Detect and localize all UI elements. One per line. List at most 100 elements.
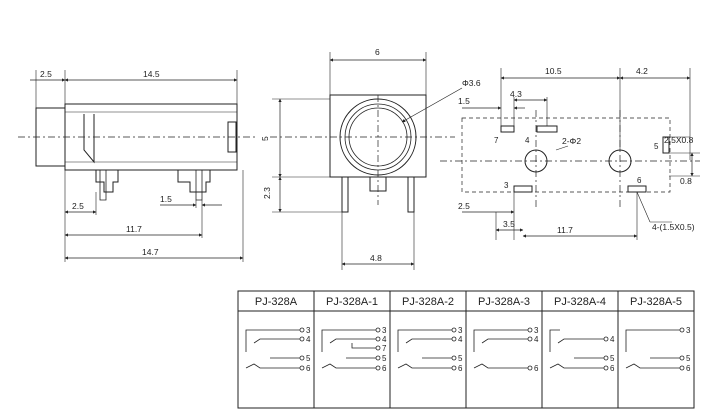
schematic-terminal [603, 336, 609, 342]
side-contact [83, 114, 95, 164]
dim-pcb-right-offset: 0.8 [680, 176, 692, 186]
schematic-pin-label: 6 [534, 364, 539, 373]
schematic-sleeve [549, 329, 560, 352]
dim-pcb-pad-offset: 1.5 [458, 96, 470, 106]
schematic-sleeve [245, 329, 256, 352]
schematic-terminal [451, 327, 457, 333]
schematic-terminal [679, 365, 685, 371]
schematic-sleeve [473, 329, 484, 352]
schematic-terminal [679, 327, 685, 333]
side-peg-left [95, 170, 119, 193]
schematic-pin-label: 5 [306, 354, 311, 363]
dim-pcb-right-top: 4.2 [636, 66, 648, 76]
schematic-pin-label: 4 [458, 335, 463, 344]
schematic-pin-label: 6 [458, 364, 463, 373]
dim-front-base: 2.3 [262, 187, 272, 199]
schematic-terminal [299, 365, 305, 371]
schematic-terminal [527, 336, 533, 342]
front-center-tab [369, 176, 387, 192]
front-view [270, 52, 463, 270]
schematic-pin-label: 3 [534, 326, 539, 335]
schematic-contact [473, 363, 528, 369]
pcb-label-7: 7 [494, 136, 499, 145]
dim-front-hole: Φ3.6 [462, 78, 481, 88]
pcb-post-hole-left [524, 149, 548, 173]
schematic-pin-label: 3 [458, 326, 463, 335]
schematic-terminal [451, 365, 457, 371]
schematic-contact [549, 363, 604, 369]
schematic-pin-label: 5 [382, 354, 387, 363]
side-rear-contact [227, 121, 237, 153]
pcb-label-5: 5 [654, 142, 659, 151]
schematic-pin-label: 6 [610, 364, 615, 373]
schematic-pin-label: 4 [382, 335, 387, 344]
front-leg-left [341, 177, 349, 213]
schematic-terminal [375, 327, 381, 333]
pcb-pad-6 [627, 185, 647, 193]
schematic-sleeve [321, 329, 332, 352]
side-body [64, 103, 238, 171]
schematic-terminal [299, 336, 305, 342]
table-header-cell: PJ-328A-5 [630, 296, 682, 308]
pcb-label-3: 3 [504, 181, 509, 190]
schematic-pin-label: 6 [686, 364, 691, 373]
schematic-terminal [299, 327, 305, 333]
table-header-cell: PJ-328A [255, 296, 298, 308]
table-header-cell: PJ-328A-1 [326, 296, 378, 308]
schematic-contact [625, 363, 680, 369]
front-hole [348, 107, 408, 167]
table-header-cell: PJ-328A-3 [478, 296, 530, 308]
schematic-pin-label: 6 [306, 364, 311, 373]
schematic-terminal [451, 355, 457, 361]
dim-pcb-post-hole: 2-Φ2 [562, 136, 581, 146]
schematic-pin-label: 5 [458, 354, 463, 363]
schematic-terminal [527, 365, 533, 371]
dim-front-bottom: 4.8 [370, 253, 382, 263]
dim-pcb-left-offset: 2.5 [458, 201, 470, 211]
dim-pcb-span-top: 10.5 [545, 66, 562, 76]
schematic-contact [253, 338, 300, 344]
front-leg-right [407, 177, 415, 213]
schematic-pin-label: 7 [382, 344, 387, 353]
schematic-terminal [451, 336, 457, 342]
pcb-label-4: 4 [525, 136, 530, 145]
schematic-contact [351, 343, 376, 349]
schematic-contact [557, 338, 604, 344]
schematic-contact [245, 363, 300, 369]
schematic-pin-label: 3 [382, 326, 387, 335]
schematic-pin-label: 4 [610, 335, 615, 344]
schematic-sleeve [625, 329, 636, 352]
dim-total-len: 14.7 [142, 247, 159, 257]
schematic-pin-label: 4 [306, 335, 311, 344]
schematic-terminal [375, 355, 381, 361]
schematic-pin-label: 3 [306, 326, 311, 335]
dim-front-height: 5 [260, 136, 270, 141]
dim-pcb-bottom-span: 11.7 [557, 225, 573, 235]
schematic-terminal [679, 355, 685, 361]
schematic-terminal [299, 355, 305, 361]
table-header-cell: PJ-328A-2 [402, 296, 454, 308]
schematic-pin-label: 5 [686, 354, 691, 363]
schematic-terminal [527, 327, 533, 333]
dim-pcb-slots-bottom: 4-(1.5X0.5) [652, 222, 695, 232]
pcb-pad-4 [536, 125, 558, 133]
dim-pin-offset: 2.5 [72, 201, 84, 211]
schematic-terminal [603, 365, 609, 371]
dim-pcb-slot-right: 2.5X0.8 [664, 135, 694, 145]
pcb-pad-7 [500, 125, 515, 133]
dim-front-width: 6 [375, 47, 380, 57]
dim-pcb-pad-spacing: 4.3 [510, 89, 522, 99]
schematic-contact [481, 338, 528, 344]
pcb-outline [461, 117, 671, 193]
schematic-sleeve [397, 329, 408, 352]
schematic-contact [405, 338, 452, 344]
schematic-pin-label: 5 [610, 354, 615, 363]
dim-pin-span: 11.7 [126, 224, 142, 234]
pcb-layout [440, 68, 700, 240]
schematic-pin-label: 3 [686, 326, 691, 335]
front-outer-ring [339, 98, 417, 176]
schematic-terminal [375, 345, 381, 351]
dim-pcb-bottom-left: 3.5 [503, 219, 515, 229]
schematic-pin-label: 4 [534, 335, 539, 344]
